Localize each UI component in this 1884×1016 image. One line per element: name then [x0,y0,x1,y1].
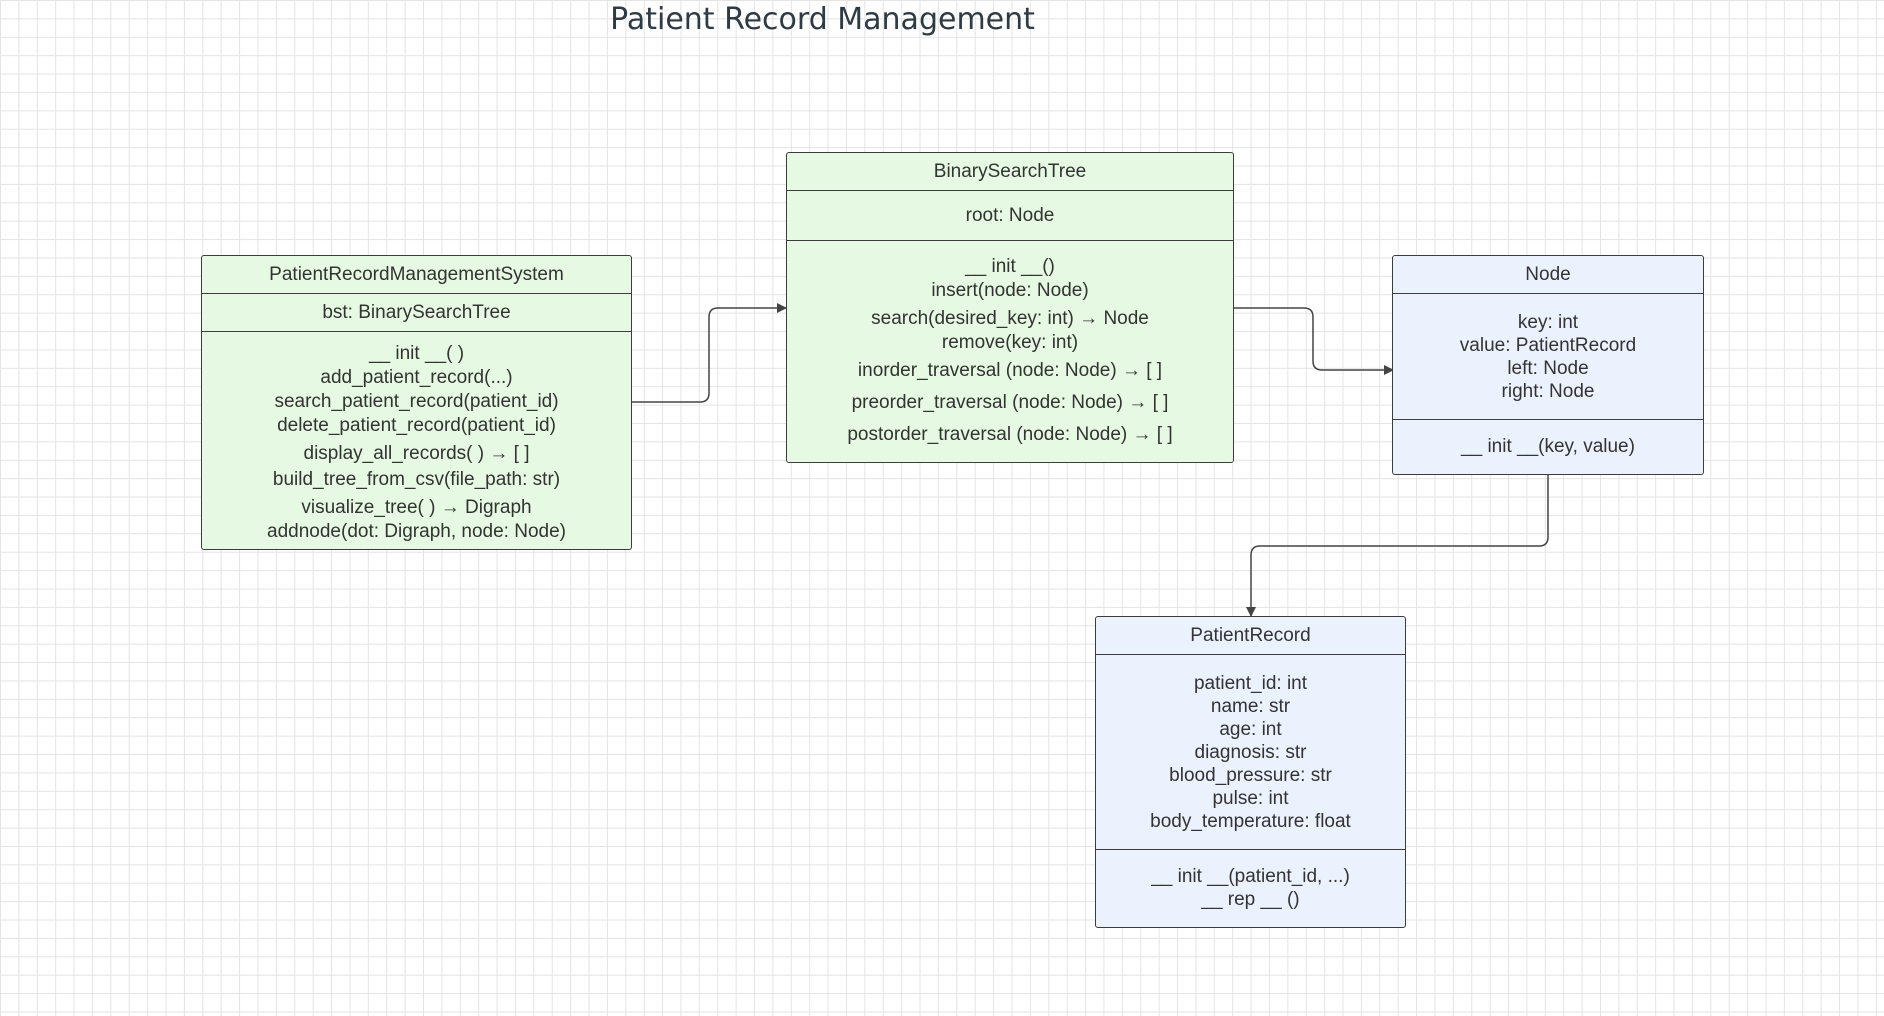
connector-node-to-record [1246,474,1549,617]
methods-bst: __ init __() insert(node: Node) search(d… [787,241,1233,461]
method-display-all-records: display_all_records( ) → [ ] [303,443,530,464]
class-node[interactable]: Node key: int value: PatientRecord left:… [1392,255,1704,475]
methods-node: __ init __(key, value) [1393,420,1703,473]
attributes-prms: bst: BinarySearchTree [202,294,631,332]
method-addnode: addnode(dot: Digraph, node: Node) [267,521,566,542]
attribute-body-temperature: body_temperature: float [1150,810,1351,832]
attributes-bst: root: Node [787,191,1233,241]
attributes-patient-record: patient_id: int name: str age: int diagn… [1096,655,1405,850]
method-search: search(desired_key: int) → Node [871,308,1149,329]
method-visualize-tree: visualize_tree( ) → Digraph [301,497,532,518]
method-add-patient-record: add_patient_record(...) [320,367,513,388]
method-inorder-traversal: inorder_traversal (node: Node) → [ ] [857,360,1163,381]
attribute-key: key: int [1517,311,1579,333]
method-build-tree-from-csv: build_tree_from_csv(file_path: str) [272,469,561,490]
method-init: __ init __(patient_id, ...) [1151,866,1350,887]
method-init: __ init __() [965,256,1055,277]
attribute-bst: bst: BinarySearchTree [322,301,511,323]
attributes-node: key: int value: PatientRecord left: Node… [1393,294,1703,420]
method-delete-patient-record: delete_patient_record(patient_id) [277,415,556,436]
class-name-bst: BinarySearchTree [787,153,1233,191]
method-rep: __ rep __ () [1201,889,1300,910]
class-binary-search-tree[interactable]: BinarySearchTree root: Node __ init __()… [786,152,1234,463]
method-postorder-traversal: postorder_traversal (node: Node) → [ ] [847,424,1173,445]
attribute-value: value: PatientRecord [1459,334,1637,356]
attribute-right: right: Node [1501,380,1595,402]
attribute-blood-pressure: blood_pressure: str [1169,764,1332,786]
methods-patient-record: __ init __(patient_id, ...) __ rep __ () [1096,850,1405,926]
method-init: __ init __( ) [368,343,465,364]
attribute-diagnosis: diagnosis: str [1194,741,1307,763]
attribute-pulse: pulse: int [1212,787,1289,809]
class-name-patient-record: PatientRecord [1096,617,1405,655]
method-preorder-traversal: preorder_traversal (node: Node) → [ ] [851,392,1169,413]
attribute-patient-id: patient_id: int [1193,672,1308,694]
class-patient-record[interactable]: PatientRecord patient_id: int name: str … [1095,616,1406,928]
connector-prms-to-bst [631,303,787,403]
attribute-age: age: int [1219,718,1282,740]
method-insert: insert(node: Node) [931,280,1089,301]
diagram-title: Patient Record Management [610,2,1035,37]
connector-bst-to-node [1233,307,1394,375]
attribute-left: left: Node [1507,357,1589,379]
class-name-prms: PatientRecordManagementSystem [202,256,631,294]
method-remove: remove(key: int) [941,332,1079,353]
attribute-name: name: str [1210,695,1291,717]
method-search-patient-record: search_patient_record(patient_id) [274,391,559,412]
attribute-root: root: Node [965,204,1055,226]
methods-prms: __ init __( ) add_patient_record(...) se… [202,332,631,549]
class-name-node: Node [1393,256,1703,294]
class-patient-record-management-system[interactable]: PatientRecordManagementSystem bst: Binar… [201,255,632,550]
method-init: __ init __(key, value) [1461,435,1635,457]
